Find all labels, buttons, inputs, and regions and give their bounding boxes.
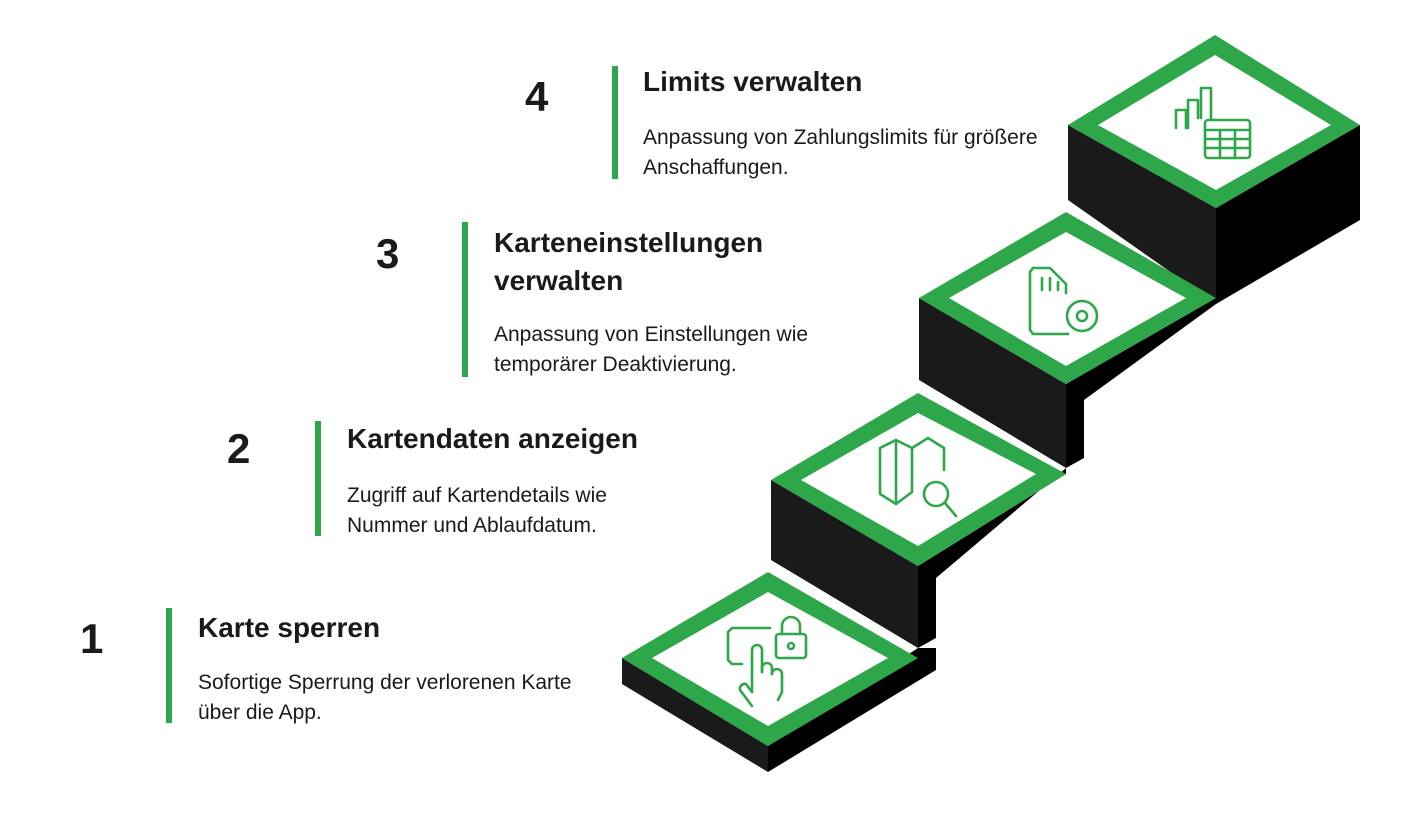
step-number: 1: [80, 615, 104, 662]
chart-table-icon: [1174, 86, 1252, 160]
stair-step-4: [1068, 35, 1360, 304]
step-accent-bar: [315, 421, 321, 536]
step-accent-bar: [462, 222, 468, 377]
card-gear-icon: [1028, 266, 1099, 336]
step-description: Zugriff auf Kartendetails wie Nummer und…: [347, 484, 607, 537]
step-title: Karte sperren: [198, 612, 381, 643]
step-accent-bar: [612, 66, 618, 179]
stair-step-3: [919, 212, 1216, 468]
step-description: Anpassung von Einstellungen wie temporär…: [494, 323, 809, 376]
step-number: 2: [227, 425, 251, 472]
step-description: Sofortige Sperrung der verlorenen Karte …: [198, 671, 572, 724]
step-title: Kartendaten anzeigen: [347, 423, 638, 454]
step-accent-bar: [166, 608, 172, 723]
step-description: Anpassung von Zahlungslimits für größere…: [643, 126, 1038, 179]
stair-step-2: [771, 393, 1066, 648]
stair-step-1: [622, 572, 936, 772]
hand-touch-lock-icon: [726, 615, 808, 708]
step-number: 3: [376, 230, 400, 277]
map-search-icon: [878, 436, 958, 518]
step-title: Limits verwalten: [643, 66, 863, 97]
step-title: Karteneinstellungen verwalten: [494, 227, 764, 296]
step-number: 4: [525, 73, 549, 120]
